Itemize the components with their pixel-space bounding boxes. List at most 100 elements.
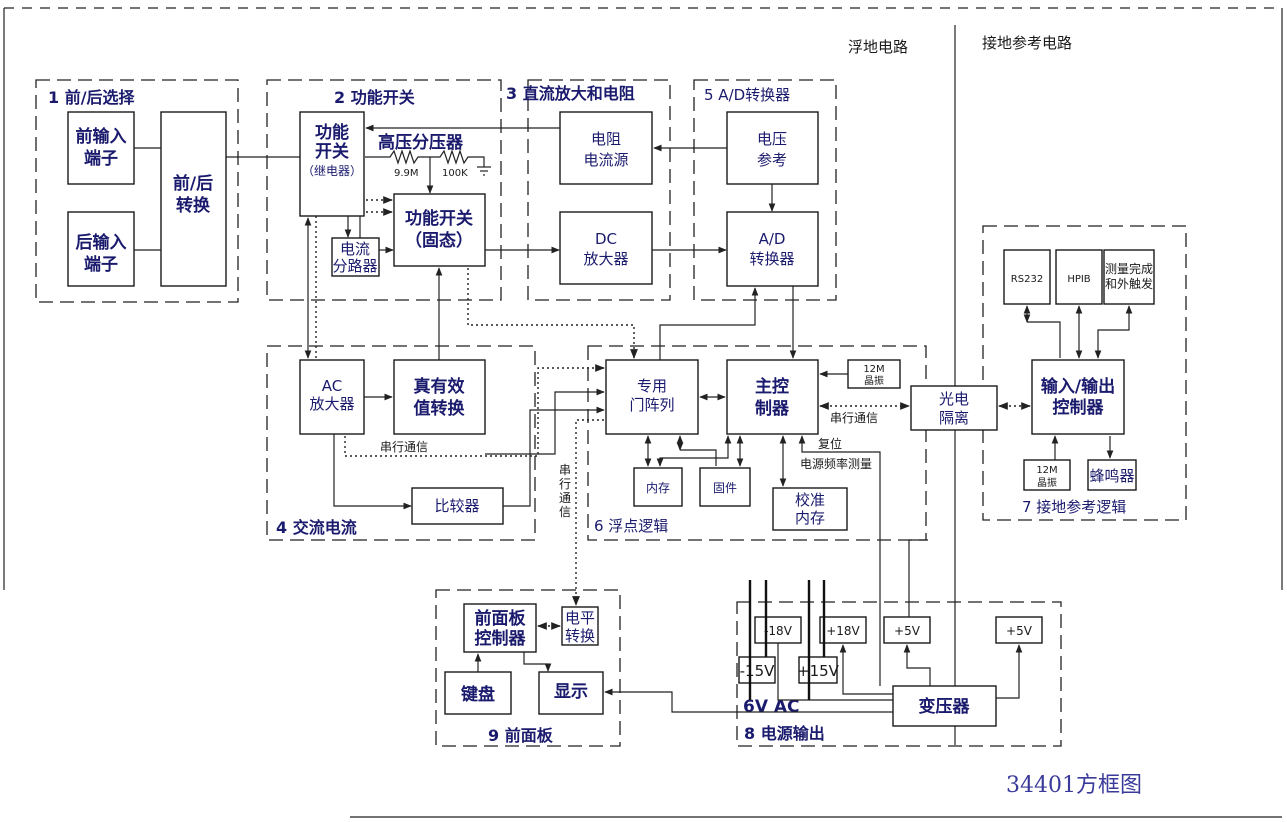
group-2-frame	[266, 79, 502, 301]
plus-18v-block: +18V	[819, 616, 867, 644]
ac-amplifier-block: AC 放大器	[299, 359, 365, 435]
group-3-title: 3 直流放大和电阻	[506, 84, 635, 103]
svg-text:分路器: 分路器	[332, 257, 377, 275]
plus-5v-floating-block: +5V	[883, 616, 931, 644]
front-panel-controller-block: 前面板 控制器	[463, 603, 537, 653]
group-5-title: 5 A/D转换器	[704, 86, 790, 104]
gate-array-block: 专用 门阵列	[605, 359, 699, 435]
svg-text:电流: 电流	[340, 240, 370, 258]
svg-text:晶振: 晶振	[864, 374, 884, 387]
svg-text:专用: 专用	[637, 377, 667, 395]
minus-15v-block: -15V	[738, 656, 776, 684]
page-frame	[3, 7, 1283, 818]
svg-text:参考: 参考	[757, 151, 787, 169]
svg-text:电压: 电压	[757, 130, 787, 148]
svg-text:100K: 100K	[442, 168, 468, 179]
power-frequency-label: 电源频率测量	[800, 456, 872, 471]
svg-text:开关: 开关	[315, 141, 349, 162]
svg-text:后输入: 后输入	[76, 232, 127, 253]
svg-text:串: 串	[559, 463, 571, 477]
minus-18v-block: -18V	[754, 616, 802, 644]
front-rear-switch-block: 前/后 转换	[160, 111, 227, 287]
connections	[134, 124, 1133, 713]
svg-text:电平: 电平	[565, 609, 595, 627]
region-grounded-label: 接地参考电路	[982, 34, 1072, 52]
opto-isolation-block: 光电 隔离	[910, 385, 998, 431]
buzzer-block: 蜂鸣器	[1087, 459, 1137, 491]
svg-text:控制器: 控制器	[475, 628, 527, 649]
keyboard-block: 键盘	[444, 671, 512, 715]
reset-label: 复位	[818, 436, 842, 451]
svg-text:信: 信	[559, 505, 571, 519]
svg-text:端子: 端子	[84, 254, 118, 275]
group-2-title: 2 功能开关	[334, 88, 415, 107]
svg-text:转换器: 转换器	[749, 250, 794, 268]
group-5-frame	[693, 79, 837, 301]
svg-text:放大器: 放大器	[309, 395, 354, 413]
svg-text:输入/输出: 输入/输出	[1041, 376, 1115, 397]
transformer-block: 变压器	[892, 685, 997, 727]
svg-text:DC: DC	[595, 230, 617, 248]
group-8-title: 8 电源输出	[744, 724, 825, 743]
function-switch-solid-state-block: 功能开关 （固态）	[393, 193, 486, 267]
svg-text:功能: 功能	[315, 122, 349, 143]
serial-comm-vertical-label: 串 行 通 信	[559, 463, 571, 519]
svg-text:放大器: 放大器	[583, 250, 628, 268]
svg-text:固件: 固件	[713, 481, 737, 495]
group-1-title: 1 前/后选择	[48, 88, 136, 107]
svg-text:端子: 端子	[84, 148, 118, 169]
calibration-memory-block: 校准 内存	[772, 487, 848, 531]
svg-text:（固态）: （固态）	[405, 230, 473, 251]
measurement-complete-block: 测量完成 和外触发	[1103, 249, 1155, 305]
svg-text:12M: 12M	[1036, 465, 1057, 476]
diagram-title: 34401方框图	[1006, 773, 1142, 798]
svg-text:+18V: +18V	[826, 624, 860, 638]
region-floating-label: 浮地电路	[848, 38, 908, 56]
group-3-frame	[527, 79, 671, 301]
rear-input-block: 后输入 端子	[67, 211, 135, 287]
svg-text:功能开关: 功能开关	[405, 208, 473, 229]
svg-text:9.9M: 9.9M	[394, 168, 419, 179]
svg-text:RS232: RS232	[1011, 274, 1043, 285]
svg-text:光电: 光电	[939, 390, 969, 408]
ad-converter-block: A/D 转换器	[726, 211, 819, 287]
svg-text:HPIB: HPIB	[1067, 274, 1090, 285]
svg-text:-18V: -18V	[764, 624, 793, 638]
plus-5v-grounded-block: +5V	[995, 616, 1043, 644]
svg-text:转换: 转换	[176, 195, 211, 216]
svg-text:行: 行	[559, 477, 571, 491]
svg-text:高压分压器: 高压分压器	[378, 132, 464, 153]
svg-text:比较器: 比较器	[434, 497, 479, 515]
svg-text:门阵列: 门阵列	[629, 396, 674, 414]
serial-comm-ac-label: 串行通信	[380, 440, 428, 454]
comparator-block: 比较器	[411, 487, 504, 525]
svg-text:+5V: +5V	[1006, 624, 1033, 638]
memory-block: 内存	[633, 467, 683, 507]
group-7-frame	[982, 225, 1187, 521]
svg-text:晶振: 晶振	[1037, 476, 1057, 489]
true-rms-block: 真有效 值转换	[393, 359, 486, 435]
group-1-frame	[35, 79, 239, 303]
svg-text:控制器: 控制器	[1053, 397, 1105, 418]
crystal-12m-grounded-block: 12M 晶振	[1023, 459, 1071, 491]
svg-text:值转换: 值转换	[414, 398, 466, 419]
svg-text:前面板: 前面板	[475, 608, 527, 629]
current-shunt-block: 电流 分路器	[331, 237, 380, 277]
io-controller-block: 输入/输出 控制器	[1031, 359, 1125, 435]
svg-text:键盘: 键盘	[461, 684, 495, 705]
svg-text:AC: AC	[322, 377, 342, 395]
group-6-title: 6 浮点逻辑	[594, 517, 668, 535]
svg-text:隔离: 隔离	[939, 409, 969, 427]
group-8-frame	[736, 601, 1062, 747]
svg-text:测量完成: 测量完成	[1105, 261, 1153, 276]
svg-text:-15V: -15V	[740, 662, 775, 680]
svg-text:和外触发: 和外触发	[1105, 276, 1153, 291]
serial-comm-main-label: 串行通信	[830, 411, 878, 425]
front-input-block: 前输入 端子	[67, 111, 135, 185]
svg-text:蜂鸣器: 蜂鸣器	[1089, 467, 1134, 485]
group-9-frame	[435, 589, 621, 747]
svg-text:12M: 12M	[863, 364, 884, 375]
svg-text:内存: 内存	[646, 481, 670, 495]
svg-text:+15V: +15V	[797, 662, 840, 680]
svg-text:校准: 校准	[795, 491, 825, 509]
